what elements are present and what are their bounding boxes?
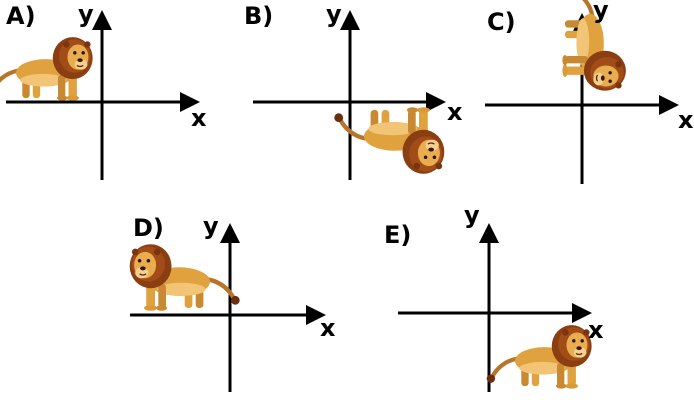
y-axis-label: y: [326, 0, 342, 28]
x-axis-label: x: [191, 104, 207, 132]
panel-b-label: B): [244, 2, 274, 30]
x-axis-label: x: [678, 106, 694, 134]
lion-icon: [130, 244, 240, 311]
x-axis-arrowhead: [180, 92, 200, 112]
panel-e-label: E): [384, 221, 412, 249]
x-axis-arrowhead: [306, 305, 326, 325]
y-axis-arrowhead: [479, 223, 499, 243]
y-axis-arrowhead: [220, 223, 240, 243]
lion-icon: [0, 37, 93, 101]
x-axis-arrowhead: [572, 303, 592, 323]
panel-a: [0, 10, 200, 180]
panel-b: [253, 10, 446, 180]
panel-c: [485, 0, 679, 184]
panel-d: [130, 223, 326, 392]
x-axis-label: x: [588, 316, 604, 344]
panel-c-label: C): [487, 8, 516, 36]
x-axis-label: x: [320, 314, 336, 342]
y-axis-label: y: [203, 212, 219, 240]
y-axis-arrowhead: [92, 10, 112, 30]
y-axis-label: y: [78, 0, 94, 28]
x-axis-label: x: [447, 98, 463, 126]
panel-a-label: A): [6, 2, 36, 30]
y-axis-arrowhead: [340, 10, 360, 30]
panel-e: [398, 223, 592, 392]
x-axis-arrowhead: [426, 92, 446, 112]
lion-icon: [487, 325, 592, 389]
y-axis-label: y: [593, 0, 609, 24]
panel-d-label: D): [133, 214, 164, 242]
x-axis-arrowhead: [659, 95, 679, 115]
y-axis-label: y: [464, 201, 480, 229]
